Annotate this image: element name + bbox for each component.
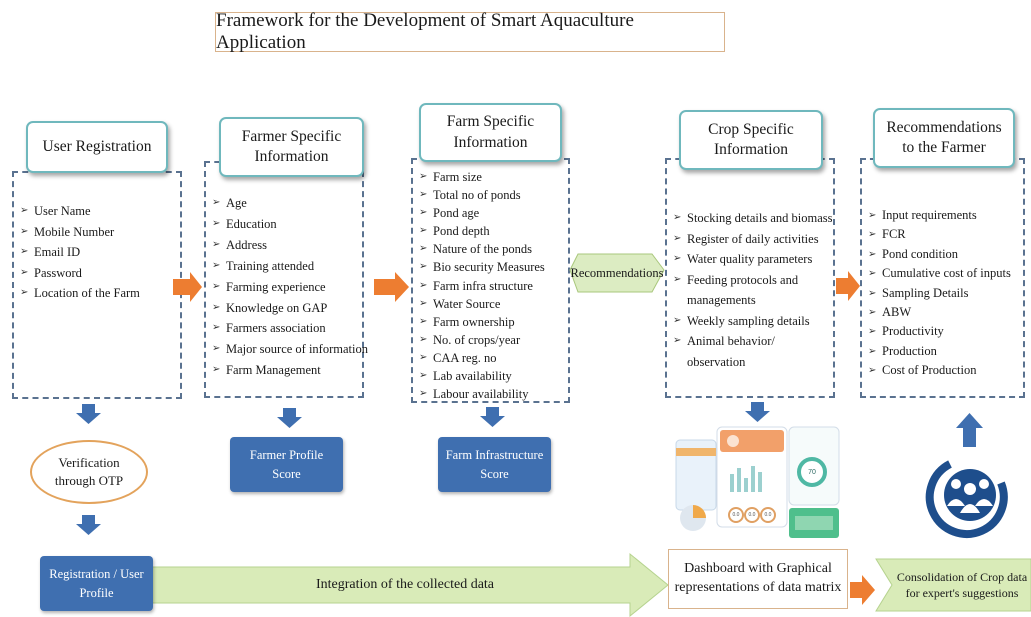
list-item: Sampling Details (868, 284, 1011, 304)
heading-crop-info: Crop Specific Information (679, 110, 823, 170)
recommendations-list: Input requirements FCR Pond condition Cu… (868, 206, 1011, 381)
list-item: Location of the Farm (20, 283, 140, 304)
list-item: Farm size (419, 168, 545, 186)
list-item: Address (212, 235, 368, 256)
list-item: Cumulative cost of inputs (868, 264, 1011, 284)
heading-farmer-info: Farmer Specific Information (219, 117, 364, 177)
list-item: Education (212, 214, 368, 235)
list-item: Farm infra structure (419, 277, 545, 295)
list-item: Password (20, 263, 140, 284)
blue-down-arrow (76, 404, 101, 424)
list-item: Lab availability (419, 367, 545, 385)
people-cycle-icon (925, 460, 1008, 538)
list-item: Stocking details and biomass (673, 208, 832, 229)
crop-info-box: Stocking details and biomass Register of… (665, 158, 835, 398)
list-item: Total no of ponds (419, 186, 545, 204)
consolidation-arrow-shape (875, 558, 1031, 612)
mini-value: 0.0 (732, 512, 740, 518)
list-item: Pond depth (419, 222, 545, 240)
list-item: Training attended (212, 256, 368, 277)
list-item: Mobile Number (20, 222, 140, 243)
list-item: Farmers association (212, 318, 368, 339)
blue-down-arrow (745, 402, 770, 422)
gauge-value: 70 (808, 468, 816, 476)
consolidation-label: Consolidation of Crop data for expert's … (893, 562, 1031, 608)
mini-value: 0.0 (764, 512, 772, 518)
list-item: Major source of information (212, 339, 368, 360)
list-item: Register of daily activities (673, 229, 832, 250)
mini-value: 0.0 (748, 512, 756, 518)
diagram-title: Framework for the Development of Smart A… (215, 10, 725, 53)
list-item: Farm Management (212, 360, 368, 381)
recommendations-hexagon (569, 253, 665, 293)
user-registration-list: User Name Mobile Number Email ID Passwor… (20, 201, 140, 304)
blue-down-arrow (277, 408, 302, 428)
farm-info-list: Farm size Total no of ponds Pond age Pon… (419, 168, 545, 403)
list-item-text: Feeding protocols and managements (687, 272, 799, 308)
registration-profile-text: Registration / User Profile (49, 566, 144, 600)
list-item: Feeding protocols and managements (673, 270, 827, 311)
farm-infrastructure-score: Farm Infrastructure Score (438, 437, 551, 492)
list-item: CAA reg. no (419, 349, 545, 367)
list-item: Input requirements (868, 206, 1011, 226)
orange-arrow (173, 272, 202, 302)
farm-info-box: Farm size Total no of ponds Pond age Pon… (411, 158, 570, 403)
list-item: FCR (868, 225, 1011, 245)
list-item: Animal behavior/ observation (673, 331, 797, 372)
integration-band-arrow (149, 552, 669, 617)
list-item: Pond condition (868, 245, 1011, 265)
list-item: Bio security Measures (419, 258, 545, 276)
dashboard-label: Dashboard with Graphical representations… (668, 549, 848, 609)
list-item: Water quality parameters (673, 249, 832, 270)
list-item: Cost of Production (868, 361, 1011, 381)
list-item: Pond age (419, 204, 545, 222)
list-item: Water Source (419, 295, 545, 313)
blue-down-arrow (480, 407, 505, 427)
list-item: Labour availability (419, 385, 545, 403)
list-item: Farm ownership (419, 313, 545, 331)
verification-text: Verification through OTP (54, 455, 124, 488)
farmer-info-list: Age Education Address Training attended … (212, 193, 368, 381)
list-item: Productivity (868, 322, 1011, 342)
list-item-text: Animal behavior/ observation (687, 334, 775, 369)
dashboard-label-text: Dashboard with Graphical representations… (674, 561, 842, 595)
heading-recommendations: Recommendations to the Farmer (873, 108, 1015, 168)
blue-down-arrow (76, 515, 101, 535)
farmer-profile-score: Farmer Profile Score (230, 437, 343, 492)
farm-infrastructure-score-text: Farm Infrastructure Score (445, 447, 544, 481)
dashboard-mockup-image (675, 426, 840, 538)
heading-farm-info: Farm Specific Information (419, 103, 562, 162)
list-item: Farming experience (212, 277, 368, 298)
orange-arrow (374, 272, 409, 302)
registration-profile-box: Registration / User Profile (40, 556, 153, 611)
verification-oval: Verification through OTP (30, 440, 148, 504)
farmer-info-box: Age Education Address Training attended … (204, 161, 368, 398)
list-item: Knowledge on GAP (212, 298, 368, 319)
list-item: ABW (868, 303, 1011, 323)
list-item: Email ID (20, 242, 140, 263)
farmer-profile-score-text: Farmer Profile Score (249, 447, 324, 481)
crop-info-list: Stocking details and biomass Register of… (673, 208, 832, 372)
orange-arrow (850, 575, 875, 605)
orange-arrow (836, 271, 860, 301)
integration-label: Integration of the collected data (315, 577, 495, 592)
list-item: Production (868, 342, 1011, 362)
list-item: Weekly sampling details (673, 311, 832, 332)
consolidation-text: Consolidation of Crop data for expert's … (896, 569, 1028, 600)
list-item: User Name (20, 201, 140, 222)
recommendations-label: Recommendations (570, 265, 664, 280)
list-item: Age (212, 193, 368, 214)
recommendations-box: Input requirements FCR Pond condition Cu… (860, 158, 1025, 398)
list-item: Nature of the ponds (419, 240, 545, 258)
list-item: No. of crops/year (419, 331, 545, 349)
heading-user-registration: User Registration (26, 121, 168, 173)
blue-up-arrow (956, 413, 983, 447)
